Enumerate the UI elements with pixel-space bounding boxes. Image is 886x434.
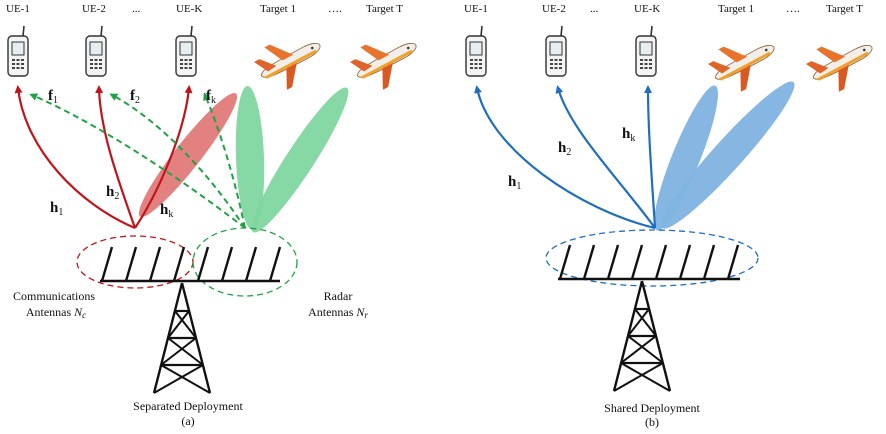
- antenna-array-a: [100, 246, 282, 283]
- ue-label-2-b: UE-2: [542, 3, 566, 15]
- comm-channel-h1: [14, 85, 136, 230]
- radar-interference-fk: [203, 92, 246, 229]
- ue-label-k: UE-K: [176, 3, 202, 15]
- label-h1-b: h1: [508, 174, 521, 192]
- radar-antenna-label-line2: Antennas Nr: [308, 305, 368, 320]
- comm-channel-hk: [134, 85, 193, 229]
- caption-b: Shared Deployment: [604, 401, 700, 415]
- target-label-1-b: Target 1: [718, 3, 754, 15]
- comm-antenna-label-line2: Antennas Nc: [26, 305, 86, 320]
- panel-a: UE-1 UE-2 ... UE-K Target 1 …. Target T …: [6, 3, 428, 428]
- airplane-icon-target-t-b: [801, 25, 884, 100]
- ue-label-dots: ...: [132, 3, 141, 15]
- caption-tag-b: (b): [645, 415, 659, 429]
- phone-icon-ue-k: [175, 25, 197, 77]
- shared-beam-1: [654, 85, 718, 231]
- phone-icon-ue-1-b: [465, 25, 487, 77]
- ue-label-k-b: UE-K: [634, 3, 660, 15]
- label-hk: hk: [160, 202, 173, 220]
- shared-channel-h1: [474, 85, 656, 230]
- radar-antenna-group: [192, 227, 298, 297]
- caption-a: Separated Deployment: [133, 399, 243, 413]
- panel-b: UE-1 UE-2 ... UE-K Target 1 …. Target T …: [464, 3, 884, 429]
- comm-antenna-group: [76, 235, 194, 289]
- shared-beam-2: [661, 81, 795, 229]
- shared-channel-hk: [644, 85, 657, 229]
- radar-beam-1: [235, 86, 265, 230]
- phone-icon-ue-2-b: [545, 25, 567, 77]
- target-label-t: Target T: [366, 3, 403, 15]
- radar-antenna-label-line1: Radar: [324, 289, 353, 303]
- ue-label-1: UE-1: [6, 3, 30, 15]
- target-label-1: Target 1: [260, 3, 296, 15]
- label-f2: f2: [130, 88, 140, 106]
- tower-icon-a: [152, 281, 212, 395]
- shared-channel-h2: [555, 85, 656, 229]
- label-f1: f1: [48, 88, 58, 106]
- target-label-dots: ….: [328, 3, 342, 15]
- radar-interference-f2: [109, 93, 246, 229]
- radar-beam-2: [251, 87, 349, 233]
- ue-label-1-b: UE-1: [464, 3, 488, 15]
- target-label-dots-b: ….: [786, 3, 800, 15]
- label-hk-b: hk: [622, 126, 635, 144]
- airplane-icon-target-t: [345, 23, 428, 98]
- shared-antenna-group: [545, 229, 759, 287]
- target-label-t-b: Target T: [826, 3, 863, 15]
- ue-label-2: UE-2: [82, 3, 106, 15]
- phone-icon-ue-2: [85, 25, 107, 77]
- phone-icon-ue-1: [7, 25, 29, 77]
- airplane-icon-target-1: [249, 23, 332, 98]
- phone-icon-ue-k-b: [635, 25, 657, 77]
- antenna-array-b: [558, 244, 740, 281]
- tower-icon-b: [612, 279, 672, 393]
- label-h2: h2: [106, 184, 119, 202]
- comm-antenna-label-line1: Communications: [13, 289, 95, 303]
- ue-label-dots-b: ...: [590, 3, 599, 15]
- comm-channel-h2: [95, 85, 137, 229]
- label-h2-b: h2: [558, 140, 571, 158]
- label-fk: fk: [206, 88, 216, 106]
- caption-tag-a: (a): [181, 414, 194, 428]
- label-h1: h1: [50, 200, 63, 218]
- radar-interference-f1: [29, 93, 246, 229]
